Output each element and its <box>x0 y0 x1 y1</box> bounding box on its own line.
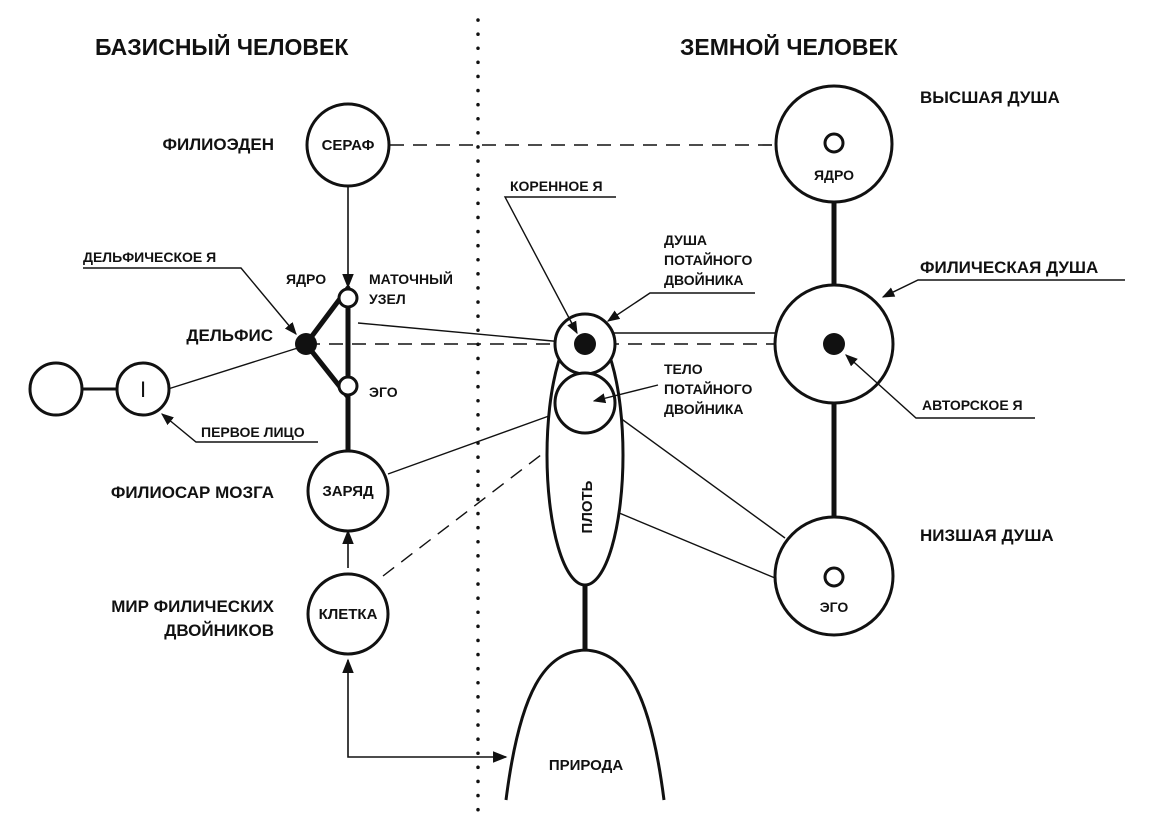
charge-to-body-line <box>387 411 561 475</box>
first-person-pointer <box>161 413 318 443</box>
seraph-label: СЕРАФ <box>322 137 375 154</box>
world-label-1: МИР ФИЛИЧЕСКИХ <box>111 597 274 616</box>
twin-body-circle <box>553 371 617 435</box>
uterine-node-label-2: УЗЕЛ <box>369 291 406 307</box>
twin-body-label-3: ДВОЙНИКА <box>664 400 744 417</box>
nature-shape <box>504 648 666 801</box>
yadro-label: ЯДРО <box>286 271 326 287</box>
delphic-self-label: ДЕЛЬФИЧЕСКОЕ Я <box>83 249 216 265</box>
root-self-dot <box>574 333 596 355</box>
charge-circle <box>306 449 390 533</box>
uterine-node-label-1: МАТОЧНЫЙ <box>369 270 453 287</box>
author-self-dot <box>823 333 845 355</box>
uterine-node-circle <box>337 287 359 309</box>
world-label-2: ДВОЙНИКОВ <box>164 621 274 640</box>
uterine-to-root-line <box>357 322 586 345</box>
flesh-label: ПЛОТЬ <box>579 480 596 533</box>
charge-label: ЗАРЯД <box>322 483 374 500</box>
twin-soul-label-2: ПОТАЙНОГО <box>664 251 753 268</box>
twin-body-label-2: ПОТАЙНОГО <box>664 380 753 397</box>
higher-core-label: ЯДРО <box>814 167 854 183</box>
twin-soul-pointer <box>606 292 755 322</box>
header-right: ЗЕМНОЙ ЧЕЛОВЕК <box>680 33 899 60</box>
author-self-label: АВТОРСКОЕ Я <box>922 397 1023 413</box>
cell-label: КЛЕТКА <box>319 606 378 623</box>
philic-soul-label: ФИЛИЧЕСКАЯ ДУША <box>920 258 1098 277</box>
filioeden-label: ФИЛИОЭДЕН <box>163 135 275 154</box>
header-left: БАЗИСНЫЙ ЧЕЛОВЕК <box>95 33 349 60</box>
cell-to-body-dash <box>382 424 581 577</box>
lower-soul-label: НИЗШАЯ ДУША <box>920 526 1054 545</box>
cell-circle <box>306 572 390 656</box>
nature-label: ПРИРОДА <box>549 757 624 774</box>
lower-ego-node <box>823 566 845 588</box>
first-person-circle <box>115 361 171 417</box>
first-person-symbol: I <box>140 377 146 402</box>
twin-soul-label-1: ДУША <box>664 232 707 248</box>
delphis-triangle <box>303 285 351 400</box>
seraph-circle <box>305 102 391 188</box>
flesh-to-lower-line <box>611 509 776 579</box>
higher-core-node <box>823 132 845 154</box>
filiosar-label: ФИЛИОСАР МОЗГА <box>111 483 274 502</box>
twin-soul-label-3: ДВОЙНИКА <box>664 271 744 288</box>
ego-node-circle <box>337 375 359 397</box>
delphis-label: ДЕЛЬФИС <box>186 326 273 345</box>
root-self-pointer <box>503 196 616 335</box>
ego-label: ЭГО <box>369 384 398 400</box>
cell-nature-arrow <box>342 658 508 763</box>
author-self-pointer <box>845 354 1035 419</box>
root-self-label: КОРЕННОЕ Я <box>510 178 603 194</box>
body-to-lower-line <box>611 411 786 539</box>
higher-soul-label: ВЫСШАЯ ДУША <box>920 88 1060 107</box>
philic-soul-pointer <box>881 279 1125 298</box>
twin-body-pointer <box>592 384 659 404</box>
delphis-node <box>295 333 317 355</box>
delphic-self-pointer <box>83 267 297 335</box>
firstperson-to-delphis-line <box>167 345 305 390</box>
first-person-label: ПЕРВОЕ ЛИЦО <box>201 424 305 440</box>
lower-ego-label: ЭГО <box>820 599 849 615</box>
outer-left-circle <box>28 361 84 417</box>
twin-body-label-1: ТЕЛО <box>664 361 703 377</box>
